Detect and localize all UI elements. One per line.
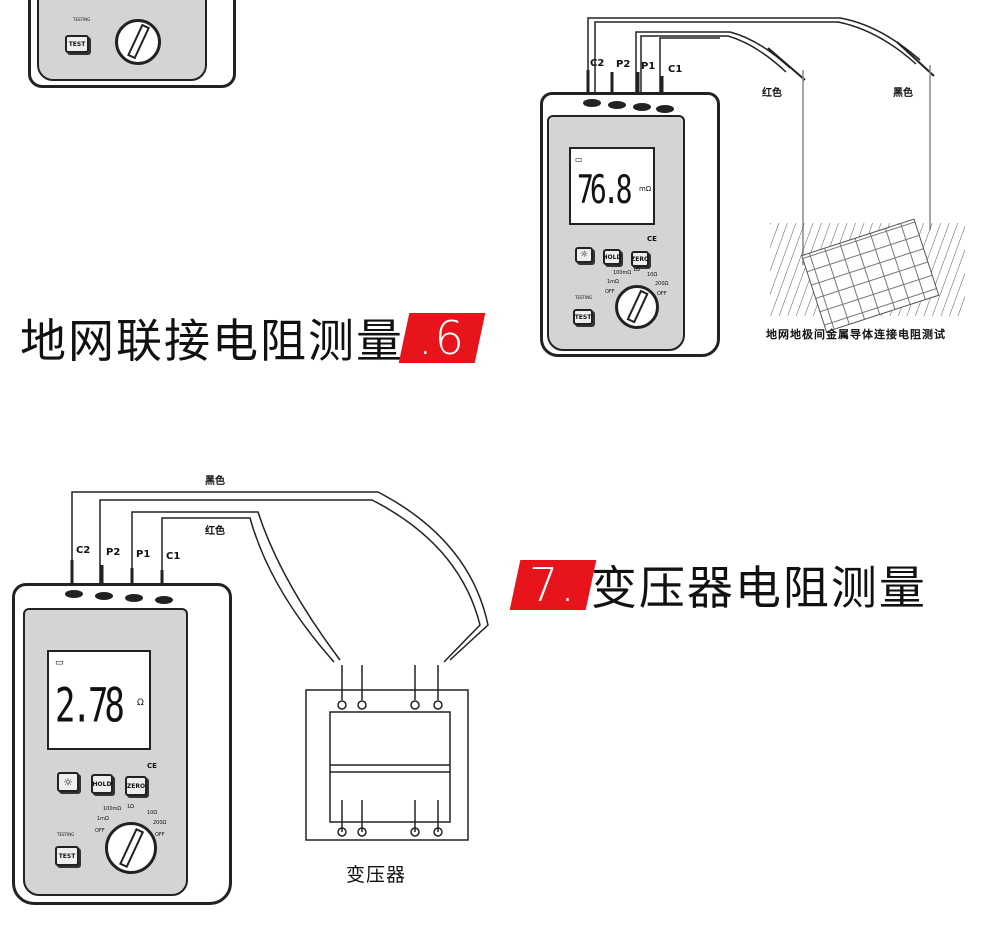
ce-mark: CE: [147, 762, 157, 770]
lcd-unit: Ω: [137, 698, 144, 708]
hold-button[interactable]: HOLD: [603, 249, 621, 265]
hold-button[interactable]: HOLD: [91, 774, 113, 794]
section-number-badge: .6: [398, 311, 486, 365]
lcd-unit: mΩ: [639, 185, 652, 193]
ground-grid: [801, 218, 940, 333]
terminal-label-c2: C2: [76, 545, 91, 556]
testing-label: TESTING: [575, 295, 593, 300]
battery-icon: ▭: [575, 155, 583, 164]
dial-label: 100mΩ: [613, 270, 632, 276]
range-dial[interactable]: [105, 822, 157, 874]
backlight-button[interactable]: ☼: [575, 247, 593, 263]
terminal-label-p1: P1: [136, 549, 151, 560]
range-dial[interactable]: [615, 285, 659, 329]
dial-label: 1mΩ: [607, 279, 619, 285]
dial-label: 200Ω: [153, 820, 167, 826]
battery-icon: ▭: [55, 658, 64, 668]
dial-label: 10Ω: [647, 272, 658, 278]
lcd-display: ▭ 76.8 mΩ: [569, 147, 655, 225]
zero-button[interactable]: ZERO: [125, 776, 147, 796]
transformer-caption: 变压器: [346, 864, 407, 886]
terminal-label-c1: C1: [668, 64, 683, 75]
meter-device: ▭ 76.8 mΩ CE ☼ HOLD ZERO TESTING TEST OF…: [540, 92, 720, 357]
terminal-label-p1: P1: [641, 61, 656, 72]
terminal-label-c1: C1: [166, 551, 181, 562]
ce-mark: CE: [647, 235, 657, 243]
test-button[interactable]: TEST: [55, 846, 79, 866]
dial-label: 100mΩ: [103, 806, 122, 812]
terminal-label-p2: P2: [616, 59, 631, 70]
dial-label: 10Ω: [147, 810, 158, 816]
transformer: [305, 665, 469, 841]
ground-test-caption: 地网地极间金属导体连接电阻测试: [766, 328, 946, 341]
section-number-badge: 7.: [509, 558, 597, 612]
section-6-title: 地网联接电阻测量.6: [20, 305, 486, 371]
range-dial[interactable]: [115, 19, 161, 65]
section-7-title: 7.变压器电阻测量: [509, 552, 927, 618]
dial-label: 1Ω: [127, 804, 135, 810]
testing-label: TESTING: [73, 17, 91, 22]
test-button[interactable]: TEST: [65, 35, 89, 53]
dial-label: OFF: [95, 828, 105, 834]
black-lead-label: 黑色: [205, 476, 225, 487]
red-lead-label: 红色: [762, 88, 782, 99]
lcd-reading: 2.78: [55, 678, 125, 734]
test-button[interactable]: TEST: [573, 309, 593, 325]
terminal-label-p2: P2: [106, 547, 121, 558]
dial-label: 1mΩ: [97, 816, 109, 822]
dial-label: 200Ω: [655, 281, 669, 287]
dial-label: OFF: [155, 832, 165, 838]
meter-device: ▭ 2.78 Ω CE ☼ HOLD ZERO TESTING TEST OFF…: [12, 583, 232, 905]
black-lead-label: 黑色: [893, 88, 913, 99]
meter-device-partial: TEST TESTING: [28, 0, 236, 88]
dial-label: 1Ω: [633, 267, 641, 273]
lcd-reading: 76.8: [577, 166, 632, 213]
lcd-display: ▭ 2.78 Ω: [47, 650, 151, 750]
backlight-button[interactable]: ☼: [57, 772, 79, 792]
red-lead-label: 红色: [205, 526, 225, 537]
zero-button[interactable]: ZERO: [631, 251, 649, 267]
dial-label: OFF: [657, 291, 667, 297]
testing-label: TESTING: [57, 832, 75, 837]
dial-label: OFF: [605, 289, 615, 295]
terminal-label-c2: C2: [590, 58, 605, 69]
